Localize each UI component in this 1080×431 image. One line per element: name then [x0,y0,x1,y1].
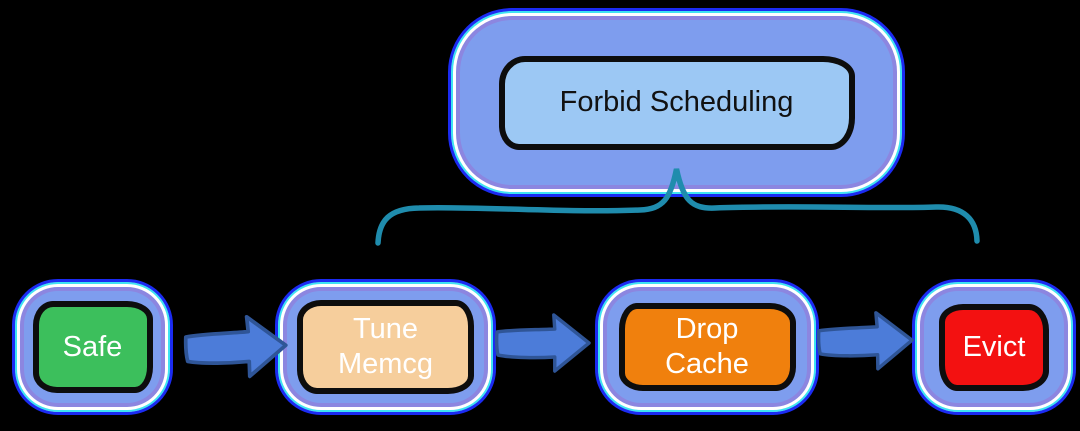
stage-container-drop-cache: Drop Cache [595,279,819,415]
stage-label-drop-cache: Drop Cache [665,313,749,380]
stage-container-evict: Evict [912,279,1076,415]
flow-arrow-icon [182,312,290,382]
forbid-scheduling-label: Forbid Scheduling [559,86,794,119]
stage-box-drop-cache: Drop Cache [618,303,796,391]
stage-container-safe: Safe [12,279,173,415]
stage-box-safe: Safe [32,301,153,393]
stage-label-tune-memcg: Tune Memcg [337,313,434,380]
stage-label-safe: Safe [62,330,123,363]
flow-arrow-icon [815,309,915,373]
stage-container-tune-memcg: Tune Memcg [275,279,496,415]
flow-arrow-icon [494,312,592,374]
forbid-scheduling-box: Forbid Scheduling [498,55,855,150]
forbid-scheduling-group: Forbid Scheduling [448,8,905,197]
stage-box-tune-memcg: Tune Memcg [297,300,474,394]
stage-label-evict: Evict [962,330,1026,363]
stage-box-evict: Evict [939,303,1049,391]
